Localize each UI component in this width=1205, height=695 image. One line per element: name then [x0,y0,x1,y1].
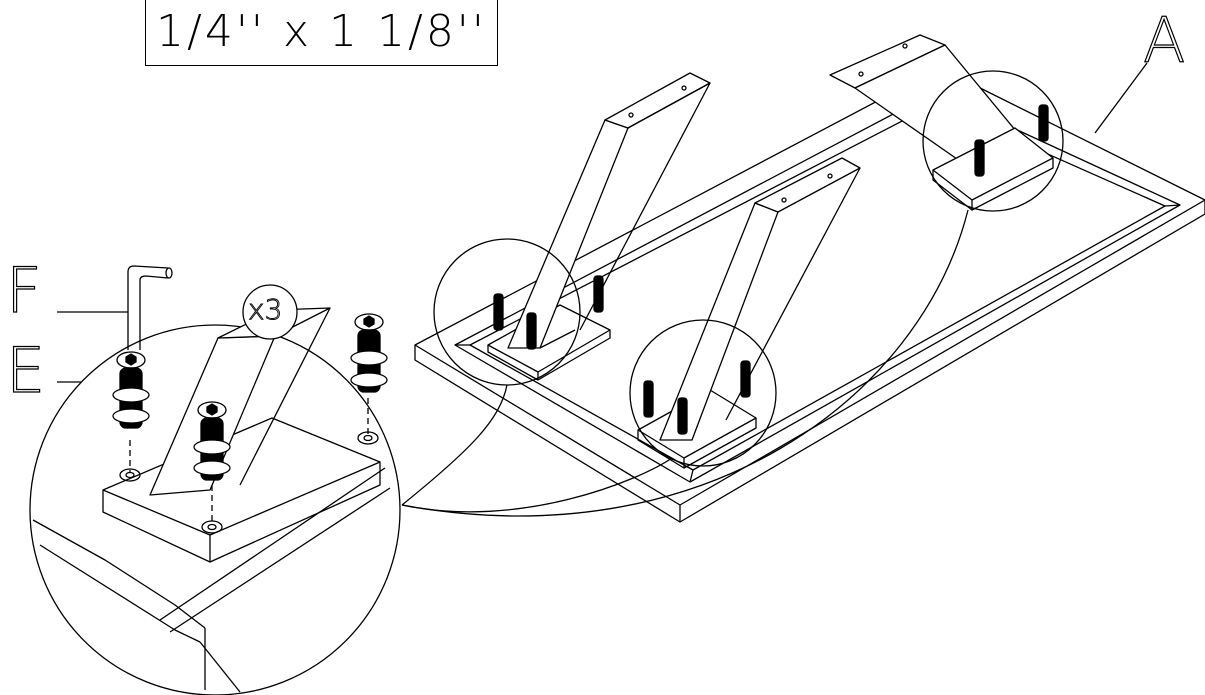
hex-key-icon [127,265,173,350]
quantity-circle [242,284,298,340]
bolt-icon [112,313,388,481]
hardware-spec-label: 1/4'' x 1 1/8'' [156,6,487,57]
callout-table-top: A [1142,4,1186,77]
callout-bolt: E [5,334,46,407]
hardware-spec-box: 1/4'' x 1 1/8'' [145,0,498,66]
callout-hex-key: F [5,254,42,327]
leg-right [829,34,1054,211]
quantity-label: x3 [248,293,283,326]
bolts-main [493,104,1049,435]
detail-circles [401,70,1064,517]
magnified-detail [29,307,401,695]
